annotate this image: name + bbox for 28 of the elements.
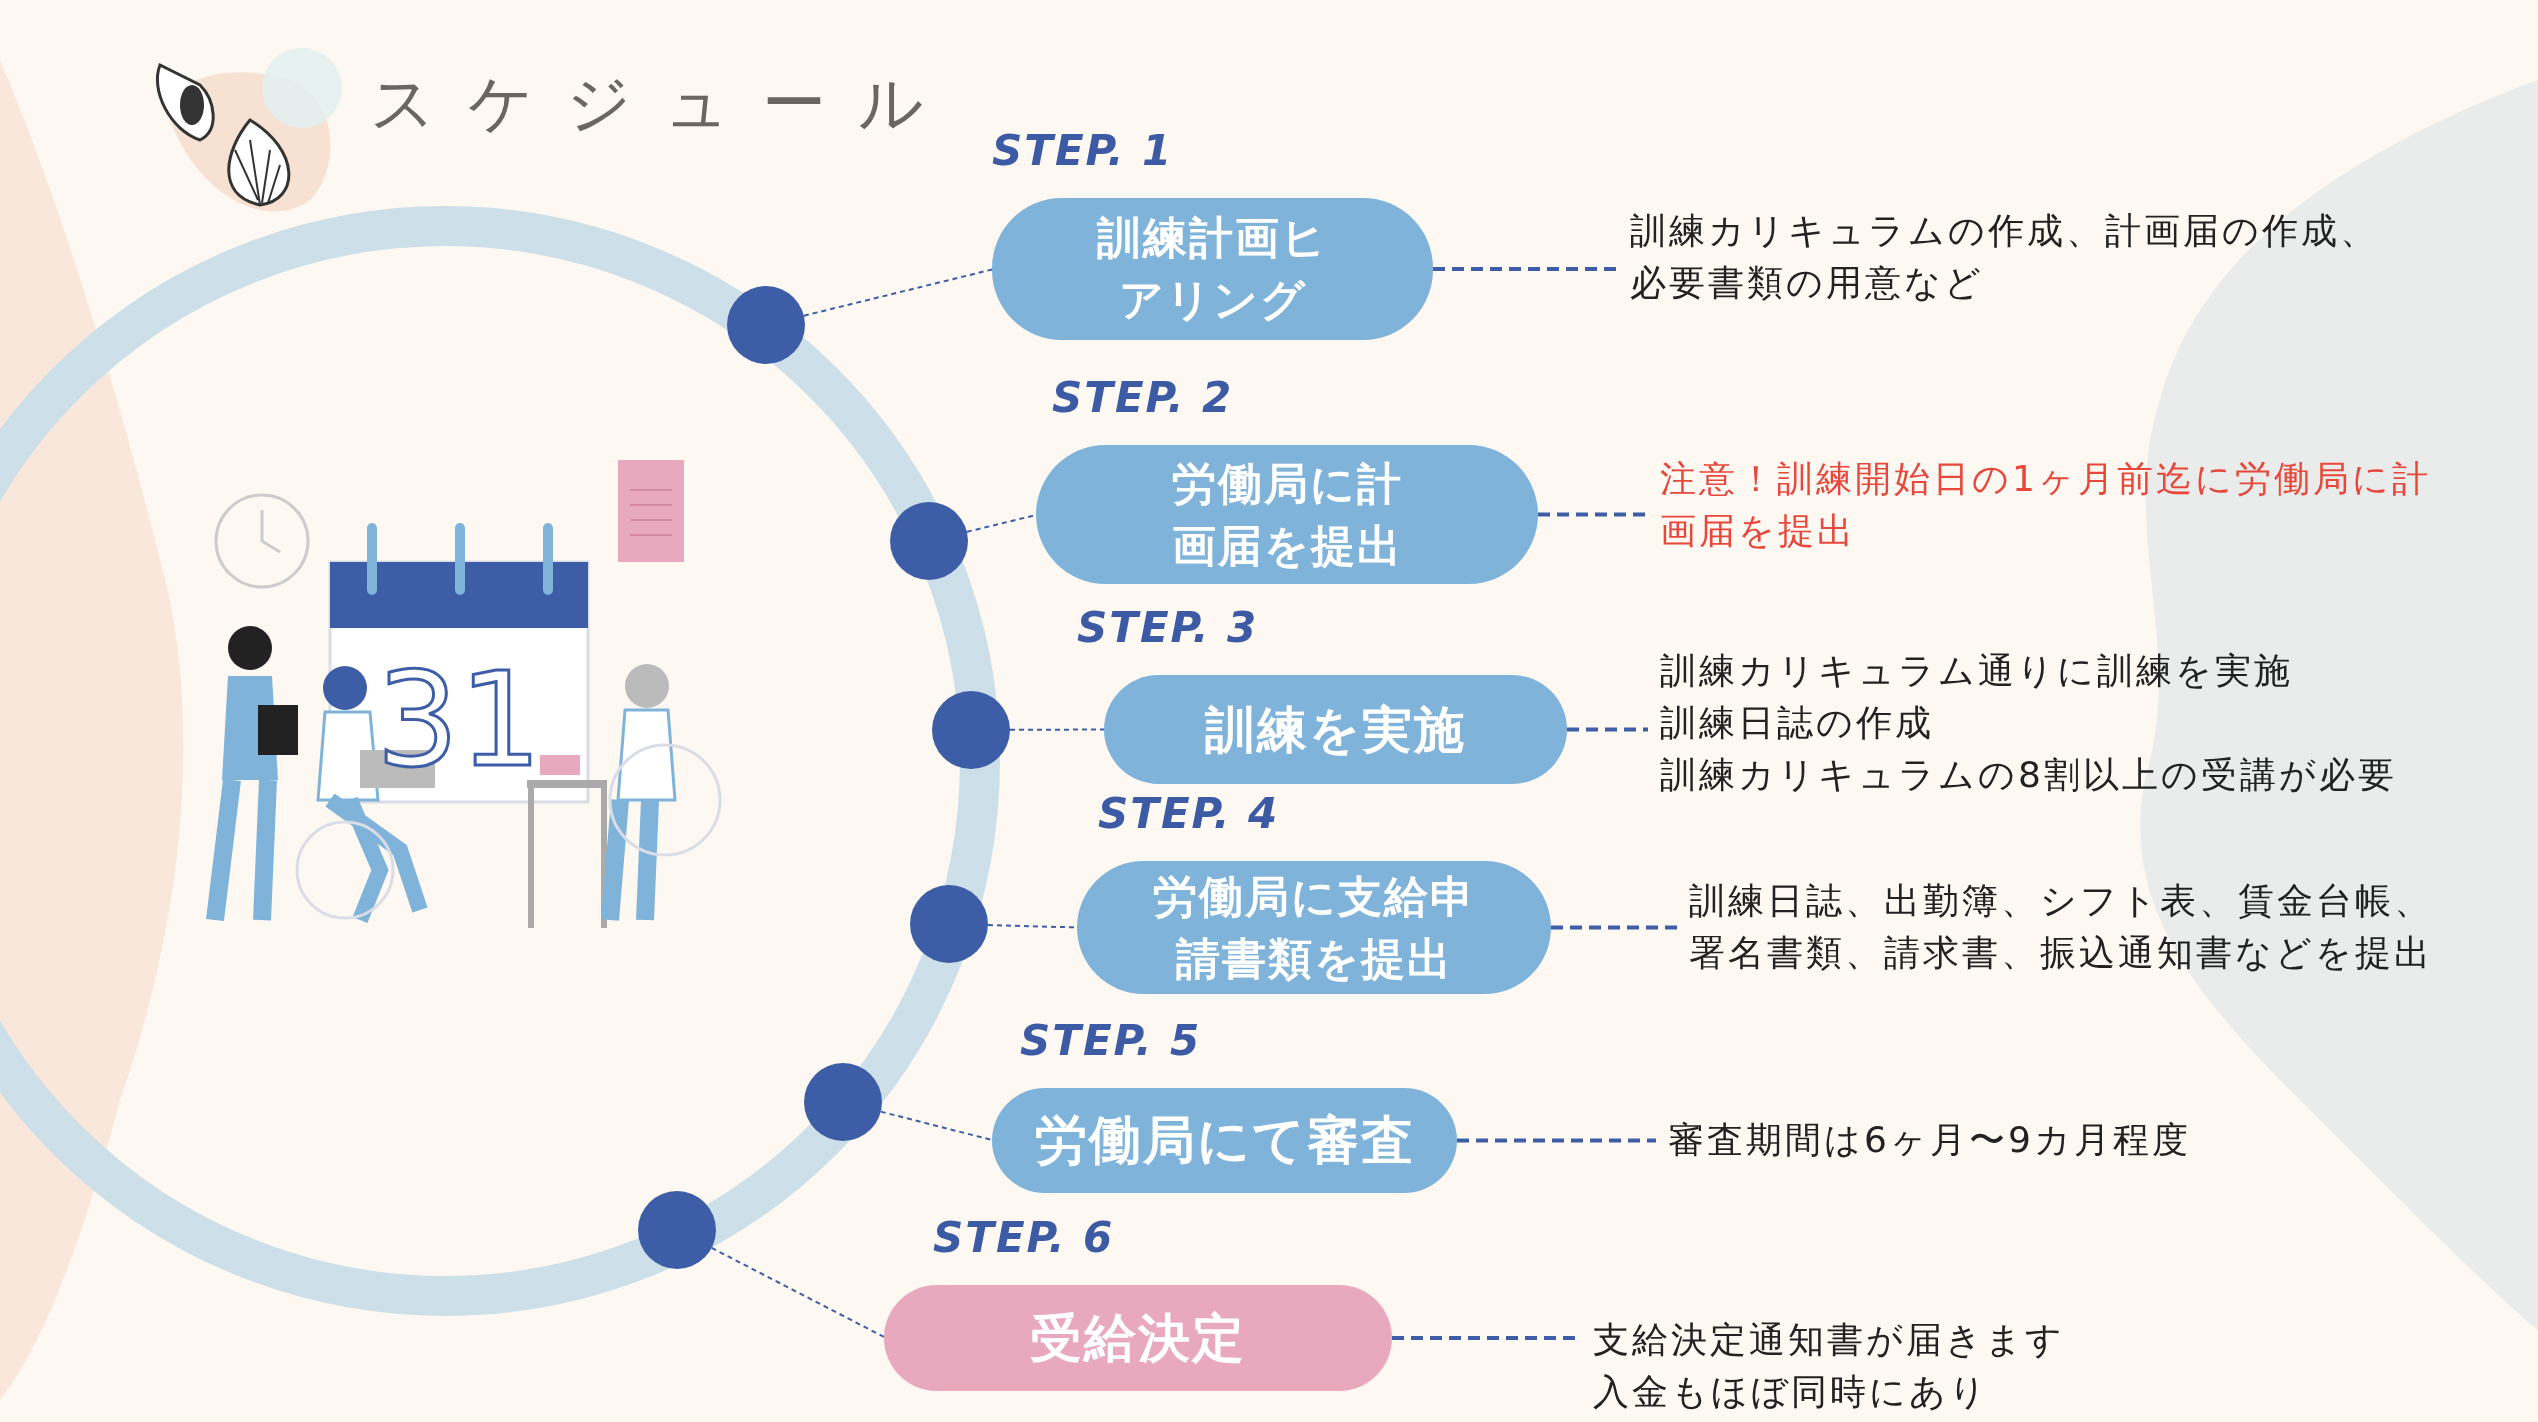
step-pill: 訓練を実施 <box>1104 675 1567 784</box>
step-label: STEP. 6 <box>933 1213 1115 1263</box>
dashed-connector <box>1457 1138 1656 1143</box>
dashed-connector <box>1538 512 1648 517</box>
description-text: 支給決定通知書が届きます <box>1593 1318 2066 1362</box>
step-label: STEP. 4 <box>1098 789 1280 839</box>
description-text: 審査期間は6ヶ月〜9カ月程度 <box>1668 1118 2192 1162</box>
calendar-date: 31 <box>376 644 542 796</box>
step-pill: 訓練計画ヒアリング <box>992 198 1433 340</box>
description-text: 訓練日誌、出勤簿、シフト表、賃金台帳、署名書類、請求書、振込通知書などを提出 <box>1689 879 2434 975</box>
step-pill: 労働局にて審査 <box>992 1088 1457 1193</box>
step-label: STEP. 5 <box>1020 1016 1202 1066</box>
dashed-connector <box>1551 925 1677 930</box>
dashed-connector <box>1433 267 1618 271</box>
step-label: STEP. 3 <box>1077 603 1259 653</box>
description-text: 訓練カリキュラム通りに訓練を実施 <box>1660 649 2294 693</box>
description-text: 訓練カリキュラムの作成、計画届の作成、必要書類の用意など <box>1630 209 2380 305</box>
description-text: 入金もほぼ同時にあり <box>1593 1370 1990 1414</box>
step-pill: 労働局に計画届を提出 <box>1036 445 1538 584</box>
step-pill: 受給決定 <box>884 1285 1392 1391</box>
description-text: 訓練カリキュラムの8割以上の受講が必要 <box>1660 753 2398 797</box>
page-title: スケジュール <box>370 65 956 142</box>
description-text: 訓練日誌の作成 <box>1660 701 1935 745</box>
description-text: 注意！訓練開始日の1ヶ月前迄に労働局に計画届を提出 <box>1660 457 2432 553</box>
step-label: STEP. 1 <box>992 126 1174 176</box>
step-pill: 労働局に支給申請書類を提出 <box>1077 861 1551 994</box>
step-label: STEP. 2 <box>1052 373 1234 423</box>
dashed-connector <box>1567 727 1648 732</box>
